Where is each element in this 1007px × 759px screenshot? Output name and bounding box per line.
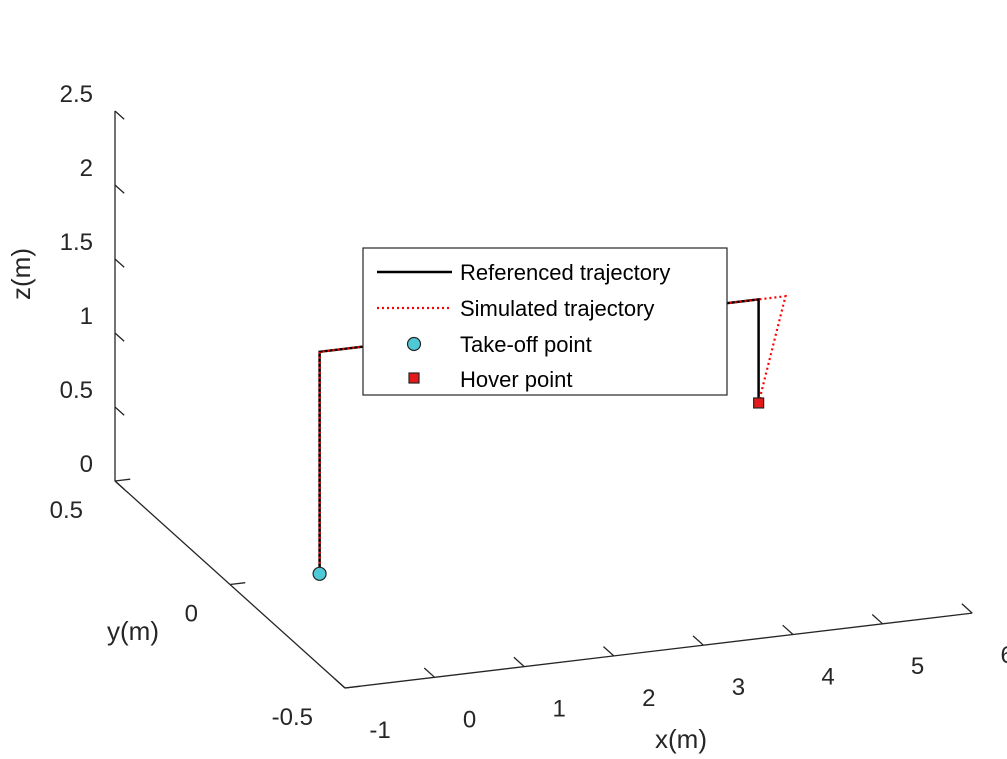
x-tick-label: 3 [732,674,745,701]
x-tick [603,646,615,657]
y-tick [114,478,131,482]
z-tick-label: 0.5 [60,377,93,404]
z-tick-label: 0 [80,451,93,478]
y-tick-label: 0.5 [50,497,83,524]
x-tick [961,603,973,614]
z-tick [114,480,125,490]
x-tick-label: 6 [1001,642,1007,669]
hover-point-marker [753,397,765,409]
z-tick [114,110,125,120]
axes [114,111,973,689]
legend-label-hover: Hover point [460,367,573,392]
y-axis-label: y(m) [107,616,159,646]
z-tick-label: 2.5 [60,81,93,108]
legend-swatch-takeoff [406,336,422,352]
y-tick [344,685,361,689]
legend-label-takeoff: Take-off point [460,332,592,357]
z-axis-label: z(m) [6,248,36,300]
x-axis-line [344,612,973,689]
x-tick [871,614,884,625]
z-tick [114,332,125,342]
z-tick [114,406,125,416]
ticks: -1 0 1 2 3 4 5 6 -0.5 0 0.5 0 0.5 1 1.5 2 2.5 [50,81,1007,744]
y-tick [229,582,246,586]
x-tick-label: 2 [642,685,655,712]
legend-label-referenced: Referenced trajectory [460,260,670,285]
z-tick [114,184,125,194]
y-tick-label: -0.5 [272,704,313,731]
legend-swatch-hover [408,372,420,384]
z-tick-label: 1 [80,303,93,330]
x-tick-label: 1 [553,696,566,723]
takeoff-point-marker [312,566,327,581]
x-tick [692,635,704,646]
legend-label-simulated: Simulated trajectory [460,296,654,321]
x-tick [423,667,436,678]
x-tick-label: 0 [463,706,476,733]
y-tick-label: 0 [185,601,198,628]
z-tick-label: 2 [80,155,93,182]
x-tick [513,656,525,668]
x-tick-label: 4 [821,664,834,691]
z-tick [114,258,125,268]
x-tick-label: -1 [369,717,390,744]
z-tick-label: 1.5 [60,229,93,256]
legend: Referenced trajectory Simulated trajecto… [362,247,728,396]
x-tick-label: 5 [911,653,924,680]
markers [312,397,765,581]
x-tick [334,678,346,689]
x-axis-label: x(m) [655,724,707,754]
x-tick [782,624,794,635]
